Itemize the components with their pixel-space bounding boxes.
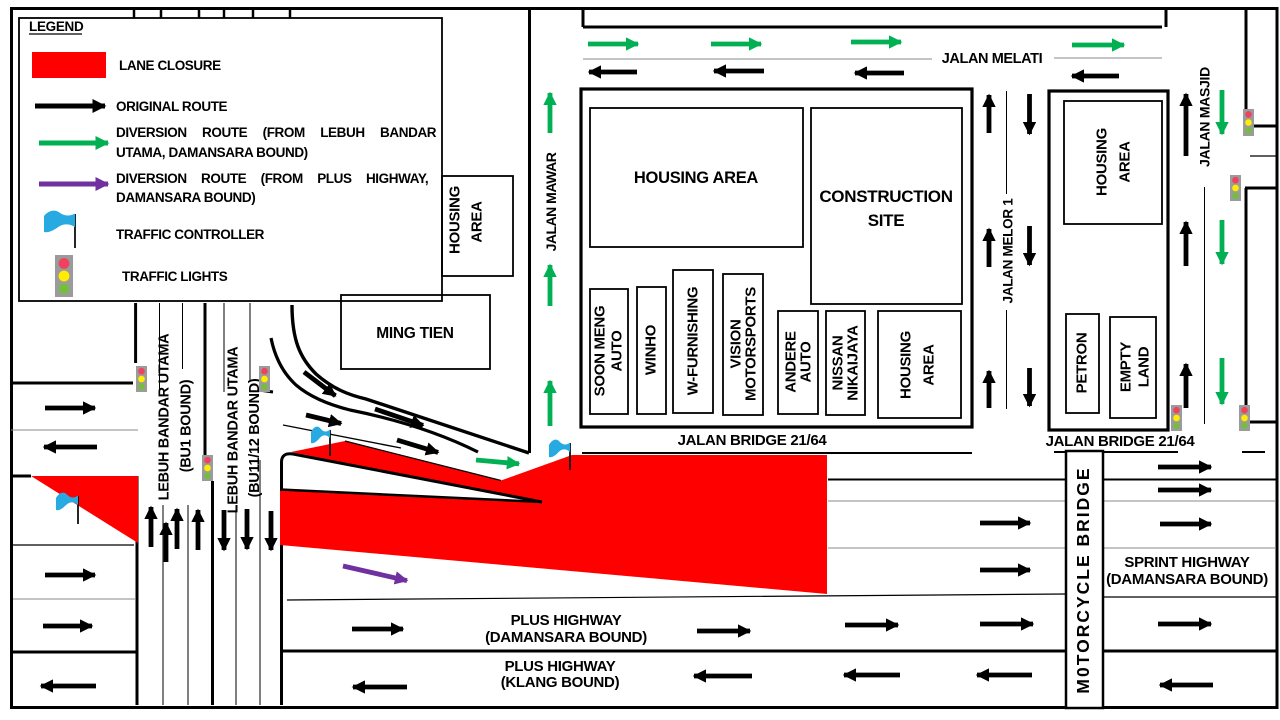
svg-text:(BU1 BOUND): (BU1 BOUND) [179,379,195,472]
svg-text:NIKAIJAYA: NIKAIJAYA [845,325,862,401]
svg-text:EMPTY: EMPTY [1118,342,1135,392]
svg-text:ANDERE: ANDERE [783,331,800,393]
svg-text:JALAN MASJID: JALAN MASJID [1197,67,1213,167]
svg-text:DIVERSION ROUTE (FROM LEBUH BA: DIVERSION ROUTE (FROM LEBUH BANDAR [116,125,437,140]
svg-text:SITE: SITE [868,211,905,230]
svg-text:JALAN MAWAR: JALAN MAWAR [543,152,559,251]
svg-text:MOTORSPORTS: MOTORSPORTS [743,287,760,401]
svg-text:PETRON: PETRON [1074,333,1091,394]
svg-text:PLUS HIGHWAY: PLUS HIGHWAY [505,658,616,675]
svg-text:(DAMANSARA BOUND): (DAMANSARA BOUND) [1106,571,1268,588]
svg-text:HOUSING AREA: HOUSING AREA [634,169,759,187]
svg-text:HOUSING: HOUSING [1094,128,1111,196]
svg-text:AUTO: AUTO [609,330,626,372]
svg-text:JALAN MELATI: JALAN MELATI [942,51,1043,67]
svg-text:LEBUH BANDAR UTAMA: LEBUH BANDAR UTAMA [226,346,242,514]
svg-text:M0TORCYCLE BRIDGE: M0TORCYCLE BRIDGE [1073,466,1093,693]
svg-text:LEGEND: LEGEND [29,19,84,34]
svg-text:JALAN BRIDGE 21/64: JALAN BRIDGE 21/64 [678,432,828,449]
svg-text:TRAFFIC CONTROLLER: TRAFFIC CONTROLLER [116,227,265,242]
svg-text:AREA: AREA [469,201,486,243]
svg-text:SPRINT HIGHWAY: SPRINT HIGHWAY [1124,554,1250,571]
svg-text:(KLANG BOUND): (KLANG BOUND) [501,674,620,691]
svg-text:(DAMANSARA BOUND): (DAMANSARA BOUND) [485,629,647,646]
svg-text:TRAFFIC LIGHTS: TRAFFIC LIGHTS [122,269,228,284]
svg-text:DIVERSION ROUTE (FROM PLUS HIG: DIVERSION ROUTE (FROM PLUS HIGHWAY, [116,171,428,186]
svg-text:MING TIEN: MING TIEN [376,325,453,342]
svg-text:VISION: VISION [728,319,745,368]
svg-text:LAND: LAND [1136,346,1153,387]
svg-text:W-FURNISHING: W-FURNISHING [685,287,702,396]
svg-text:JALAN BRIDGE 21/64: JALAN BRIDGE 21/64 [1046,433,1196,450]
svg-text:LEBUH BANDAR UTAMA: LEBUH BANDAR UTAMA [157,333,173,501]
svg-text:JALAN MELOR 1: JALAN MELOR 1 [1001,198,1016,304]
svg-text:DAMANSARA BOUND): DAMANSARA BOUND) [116,190,255,205]
svg-text:AREA: AREA [921,344,938,386]
svg-text:SOON MENG: SOON MENG [592,306,609,397]
svg-text:PLUS HIGHWAY: PLUS HIGHWAY [511,612,622,629]
svg-text:HOUSING: HOUSING [898,331,915,399]
svg-text:LANE CLOSURE: LANE CLOSURE [119,58,221,73]
svg-text:AUTO: AUTO [798,341,815,383]
svg-text:ORIGINAL ROUTE: ORIGINAL ROUTE [116,99,228,114]
svg-text:WINHO: WINHO [643,324,660,375]
svg-text:CONSTRUCTION: CONSTRUCTION [819,187,952,206]
svg-text:(BU11/12 BOUND): (BU11/12 BOUND) [247,378,263,497]
svg-text:UTAMA, DAMANSARA BOUND): UTAMA, DAMANSARA BOUND) [116,145,308,160]
svg-text:NISSAN: NISSAN [830,336,847,391]
svg-text:AREA: AREA [1117,141,1134,183]
svg-text:HOUSING: HOUSING [447,186,464,254]
